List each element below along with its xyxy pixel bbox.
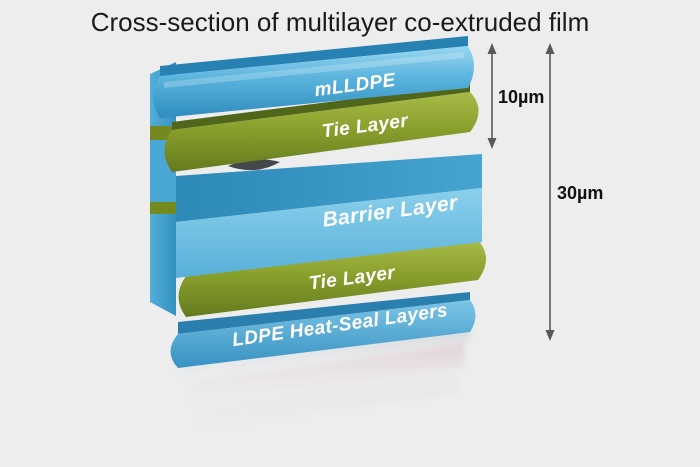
tie-upper-front-face	[164, 92, 479, 172]
ldpe-front-face	[170, 300, 476, 368]
dimension-label-10um: 10µm	[498, 87, 544, 107]
arrowheads	[487, 43, 555, 341]
ldpe-top-face	[178, 292, 470, 334]
arrow-10um-head-top	[487, 43, 497, 54]
barrier-top-face	[176, 154, 482, 222]
mlldpe-highlight	[164, 52, 464, 88]
layer-barrier: Barrier Layer	[176, 154, 482, 278]
arrow-30um-head-bottom	[545, 330, 555, 341]
mlldpe-top-face	[160, 36, 468, 76]
arrow-30um-head-top	[545, 43, 555, 54]
tie-lower-front-face	[178, 240, 486, 317]
tie-upper-top-face	[172, 84, 470, 130]
layer-mlldpe: mLLDPE	[153, 36, 474, 118]
dimension-arrows	[491, 51, 551, 333]
edge-stripe-ldpe	[150, 214, 176, 316]
dimension-label-30um: 30µm	[557, 183, 603, 203]
arrow-10um-head-bottom	[487, 138, 497, 149]
barrier-front-face	[176, 188, 482, 278]
edge-stripe-tie-2	[150, 202, 176, 214]
diagram-title: Cross-section of multilayer co-extruded …	[91, 7, 590, 37]
layer-tie-upper: Tie Layer	[164, 84, 479, 172]
mlldpe-front-face	[153, 46, 474, 118]
